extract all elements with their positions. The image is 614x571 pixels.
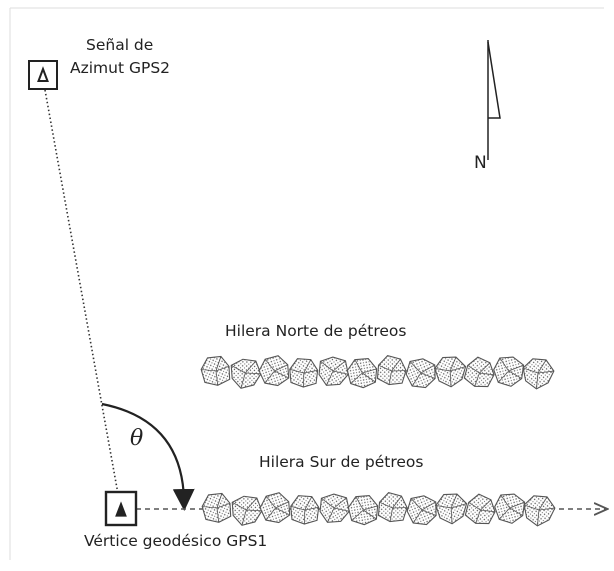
north-row-stone xyxy=(434,356,467,388)
south-row-label: Hilera Sur de pétreos xyxy=(259,453,423,471)
south-row-stone xyxy=(523,495,556,527)
sight-line-gps2-gps1 xyxy=(44,89,121,506)
south-row-stone xyxy=(201,492,232,523)
north-row-stone xyxy=(405,358,436,389)
north-row-label: Hilera Norte de pétreos xyxy=(225,322,406,340)
north-row-stone xyxy=(463,356,495,388)
geodetic-vertex-label: Vértice geodésico GPS1 xyxy=(84,532,267,550)
north-row-stone xyxy=(346,357,378,389)
north-stone-row xyxy=(200,355,555,390)
angle-theta-label: θ xyxy=(130,426,143,451)
south-row-stone xyxy=(435,493,468,525)
azimut-signal-label-line2: Azimut GPS2 xyxy=(70,59,170,77)
south-row-stone xyxy=(377,492,408,523)
south-stone-row xyxy=(201,492,556,527)
geodetic-vertex-gps1-marker xyxy=(104,490,138,527)
south-row-stone xyxy=(319,493,350,523)
north-row-stone xyxy=(522,358,555,390)
north-row-stone xyxy=(230,358,262,389)
north-row-stone xyxy=(318,356,349,386)
south-row-stone xyxy=(494,493,526,524)
north-row-stone xyxy=(376,355,407,386)
north-row-stone xyxy=(258,355,290,387)
azimut-signal-label-line1: Señal de xyxy=(86,36,153,54)
south-row-stone xyxy=(406,495,437,526)
angle-theta-arc xyxy=(101,402,195,511)
north-row-stone xyxy=(200,355,231,386)
north-row-stone xyxy=(493,356,525,387)
north-arrow-icon xyxy=(487,40,501,160)
south-row-stone xyxy=(231,495,263,526)
azimut-gps2-marker xyxy=(28,60,58,90)
south-row-stone xyxy=(290,495,320,525)
south-row-stone xyxy=(464,493,496,525)
north-label: N xyxy=(474,153,487,173)
north-row-stone xyxy=(289,358,319,388)
south-row-stone xyxy=(259,492,291,524)
south-row-stone xyxy=(347,494,379,526)
